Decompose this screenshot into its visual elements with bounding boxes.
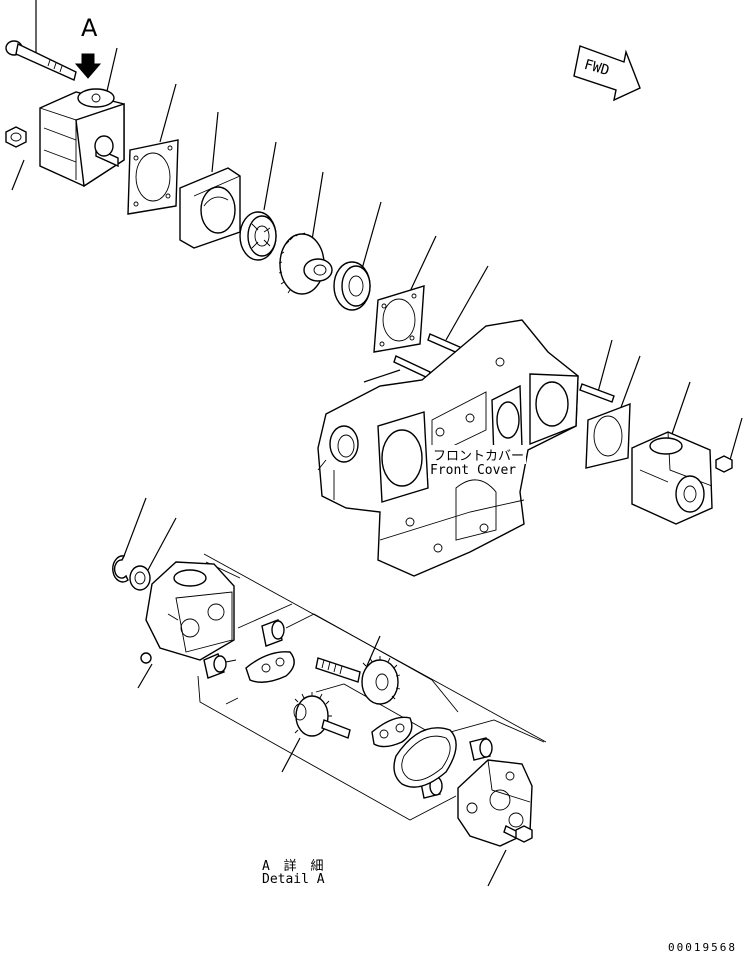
drive-gear <box>278 232 333 295</box>
detail-bearing <box>129 565 151 591</box>
direction-arrow-icon <box>573 45 641 102</box>
seal-plate-1 <box>245 651 295 683</box>
nut-right <box>715 455 733 473</box>
gasket-3 <box>585 402 631 469</box>
snap-ring <box>112 555 129 583</box>
ring-seal <box>393 727 457 788</box>
front-cover-label-jp: フロントカバー <box>431 445 527 464</box>
detail-front-housing <box>145 561 235 661</box>
hydraulic-pump-top <box>39 88 125 188</box>
front-cover-label-en: Front Cover <box>428 463 519 478</box>
bushing-2 <box>203 653 227 679</box>
flange-housing <box>179 167 241 249</box>
bushing-1 <box>261 619 285 647</box>
bearing-2 <box>333 261 371 311</box>
stud-bolts <box>393 333 615 403</box>
gear-shaft-driven <box>293 692 351 739</box>
detail-a-label-jp: A 詳 細 <box>262 859 327 874</box>
nut-left <box>5 126 27 148</box>
dowel-pin-1 <box>140 652 152 664</box>
bushing-3 <box>469 737 493 761</box>
callout-label-a: A <box>81 14 98 42</box>
gasket-2 <box>373 285 425 353</box>
gasket-1 <box>127 139 179 215</box>
bearing-1 <box>239 211 277 261</box>
hydraulic-pump-right <box>631 431 713 525</box>
mounting-bolt <box>5 40 77 81</box>
detail-rear-housing <box>457 759 533 847</box>
detail-a-label-en: Detail A <box>262 872 325 887</box>
drawing-number: 00019568 <box>668 941 737 954</box>
callout-arrow-a <box>74 53 102 79</box>
gear-shaft-drive <box>315 656 401 705</box>
detail-bolt <box>503 825 533 843</box>
seal-plate-2 <box>371 716 413 748</box>
